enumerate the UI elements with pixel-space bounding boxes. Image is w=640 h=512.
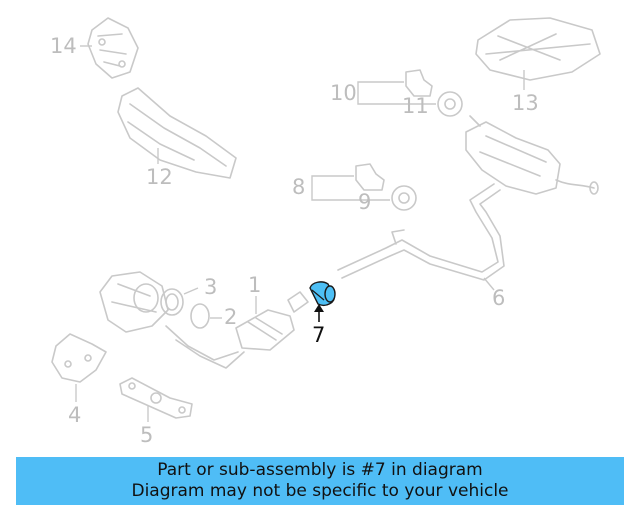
part-4-bracket[interactable] [51, 333, 107, 383]
part-8-bracket[interactable] [355, 163, 385, 191]
part-1-front-pipe[interactable] [165, 291, 309, 369]
exhaust-parts-diagram: 14 12 13 10 11 8 9 [50, 17, 601, 447]
part-7-clamp[interactable] [309, 281, 336, 306]
part-11-rubber-mount[interactable] [437, 91, 463, 117]
part-9-rubber-mount[interactable] [391, 185, 417, 211]
callout-10: 10 [330, 81, 357, 105]
callout-14: 14 [50, 34, 77, 58]
banner-line-disclaimer: Diagram may not be specific to your vehi… [131, 481, 509, 501]
callout-6: 6 [492, 286, 505, 310]
info-banner: Part or sub-assembly is #7 in diagram Di… [16, 457, 624, 505]
leader-10-11 [357, 81, 436, 105]
callout-3: 3 [204, 275, 217, 299]
callout-13: 13 [512, 91, 539, 115]
part-13-heat-shield[interactable] [475, 17, 601, 81]
callout-9: 9 [358, 190, 371, 214]
leader-8-9 [311, 175, 390, 201]
callout-4: 4 [68, 403, 81, 427]
leader-7-arrow [314, 304, 324, 312]
part-2-gasket[interactable] [190, 303, 210, 329]
part-14-heat-shield[interactable] [87, 17, 139, 79]
callout-7: 7 [312, 323, 325, 347]
callout-5: 5 [140, 423, 153, 447]
part-5-flange-gasket[interactable] [119, 377, 193, 419]
callout-12: 12 [146, 165, 173, 189]
part-12-heat-shield[interactable] [117, 87, 237, 179]
rear-muffler[interactable] [465, 115, 599, 195]
callout-11: 11 [402, 94, 429, 118]
callout-1: 1 [248, 273, 261, 297]
leader-6 [483, 277, 495, 291]
catalytic-converter[interactable] [99, 271, 169, 333]
banner-line-part: Part or sub-assembly is #7 in diagram [157, 460, 483, 480]
callout-2: 2 [224, 305, 237, 329]
part-3-clamp[interactable] [160, 288, 184, 316]
part-10-bracket[interactable] [405, 69, 433, 97]
part-6-intermediate-pipe[interactable] [337, 183, 505, 281]
callout-8: 8 [292, 175, 305, 199]
leader-3 [183, 287, 199, 295]
